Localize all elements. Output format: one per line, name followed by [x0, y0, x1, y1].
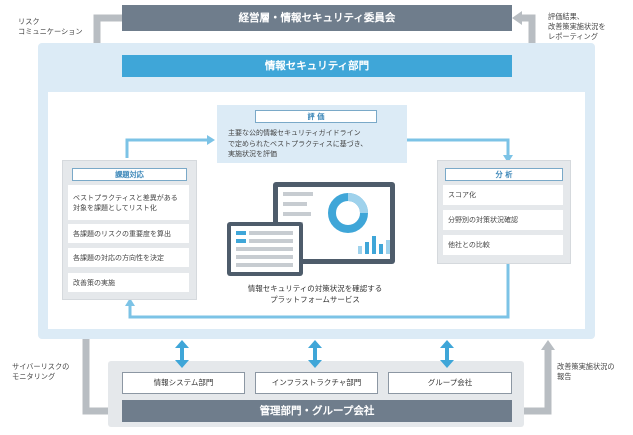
unit-it-systems: 情報システム部門: [122, 372, 245, 394]
evaluation-title: 評 価: [255, 110, 377, 123]
issue-item-implement: 改善策の実施: [68, 273, 189, 292]
evaluation-text: 主要な公的情報セキュリティガイドライン で定められたベストプラクティスに基づき、…: [228, 129, 368, 158]
platform-illustration: [227, 182, 395, 276]
analysis-item-field: 分野別の対策状況確認: [443, 210, 563, 230]
risk-communication-label: リスク コミュニケーション: [18, 17, 83, 36]
executive-committee-bar: 経営層・情報セキュリティ委員会: [122, 5, 512, 31]
analysis-item-compare: 他社との比較: [443, 235, 563, 255]
monitoring-arrow: [82, 339, 112, 415]
improvement-report-label: 改善策実施状況の 報告: [557, 362, 615, 381]
issue-item-direction: 各課題の対応の方向性を決定: [68, 248, 189, 267]
two-way-arrow-it: [175, 340, 189, 368]
unit-infrastructure: インフラストラクチャ部門: [255, 372, 378, 394]
two-way-arrow-infra: [308, 340, 322, 368]
issue-response-title: 課題対応: [72, 168, 187, 181]
security-department-bar: 情報セキュリティ部門: [122, 55, 512, 77]
management-group-bar: 管理部門・グループ会社: [122, 400, 512, 422]
evaluation-report-label: 評価結果、 改善策実施状況を レポーティング: [548, 12, 606, 41]
two-way-arrow-group: [440, 340, 454, 368]
cyber-monitoring-label: サイバーリスクの モニタリング: [12, 362, 70, 381]
unit-group-companies: グループ会社: [388, 372, 512, 394]
improve-report-arrow: [524, 349, 552, 415]
issue-item-importance: 各課題のリスクの重要度を算出: [68, 224, 189, 243]
platform-caption: 情報セキュリティの対策状況を確認する プラットフォームサービス: [247, 284, 383, 304]
analysis-item-score: スコア化: [443, 185, 563, 205]
issue-item-list: ベストプラクティスと差異がある 対象を課題としてリスト化: [68, 185, 189, 220]
analysis-title: 分 析: [445, 168, 563, 181]
